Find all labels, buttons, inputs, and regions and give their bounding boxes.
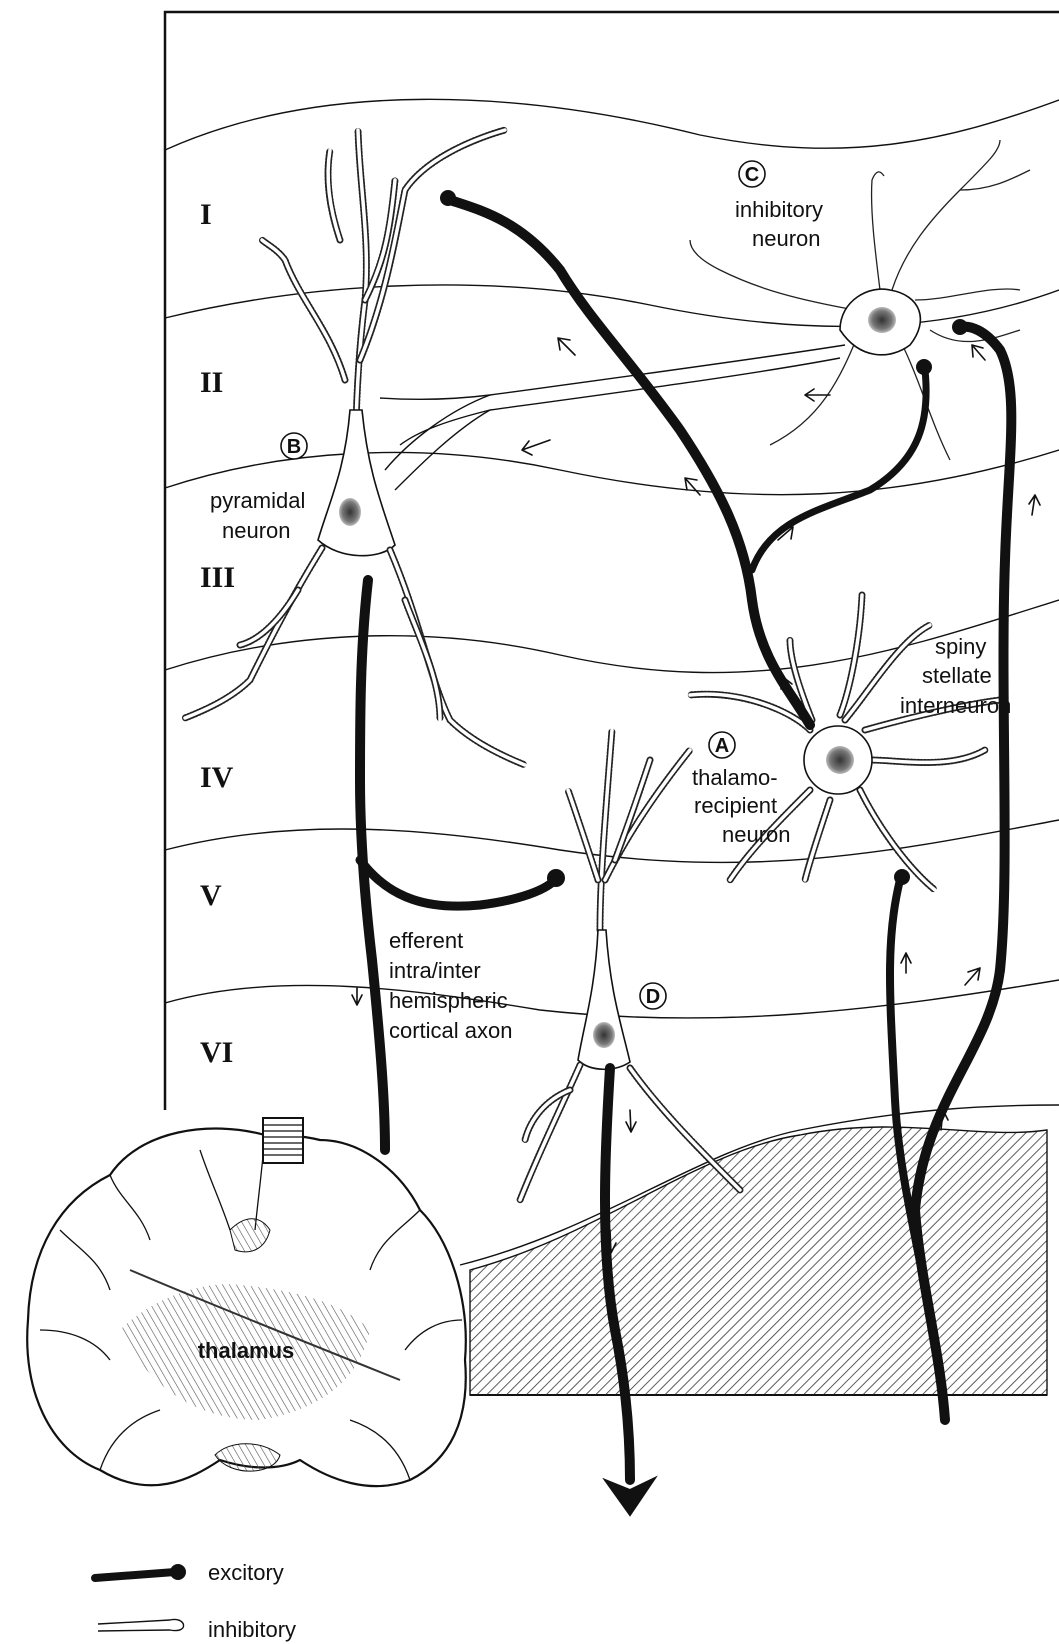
white-matter bbox=[470, 1127, 1047, 1395]
svg-text:neuron: neuron bbox=[222, 518, 291, 543]
svg-text:thalamo-: thalamo- bbox=[692, 765, 778, 790]
neuron-b-label-line2: neuron bbox=[222, 518, 291, 543]
svg-text:intra/inter: intra/inter bbox=[389, 958, 481, 983]
svg-text:spiny: spiny bbox=[935, 634, 986, 659]
neuron-a-label-line3: neuron bbox=[722, 822, 791, 847]
legend-excitory-symbol bbox=[95, 1572, 175, 1578]
svg-text:interneuron: interneuron bbox=[900, 693, 1011, 718]
legend: excitory inhibitory bbox=[95, 1560, 296, 1642]
legend-inhibitory-label: inhibitory bbox=[208, 1617, 296, 1642]
svg-text:cortical axon: cortical axon bbox=[389, 1018, 513, 1043]
neuron-a-type-line1: spiny bbox=[935, 634, 986, 659]
layer-labels: I II III IV V VI bbox=[200, 198, 235, 1069]
svg-text:pyramidal: pyramidal bbox=[210, 488, 305, 513]
layer-label-5: V bbox=[200, 879, 222, 912]
layer-label-2: II bbox=[200, 366, 223, 399]
neuron-a-label-line2: recipient bbox=[694, 793, 777, 818]
neuron-b-label-line1: pyramidal bbox=[210, 488, 305, 513]
legend-excitory-label: excitory bbox=[208, 1560, 284, 1585]
neuron-a-type-line2: stellate bbox=[922, 663, 992, 688]
neuron-c-label-line2: neuron bbox=[752, 226, 821, 251]
neuron-c-letter: C bbox=[745, 164, 759, 186]
legend-inhibitory-symbol bbox=[98, 1619, 184, 1631]
neuron-a-label-line1: thalamo- bbox=[692, 765, 778, 790]
boundary-3-4 bbox=[165, 600, 1059, 673]
thalamus-label: thalamus bbox=[198, 1338, 295, 1363]
svg-text:inhibitory: inhibitory bbox=[735, 197, 823, 222]
svg-text:recipient: recipient bbox=[694, 793, 777, 818]
layer-label-3: III bbox=[200, 561, 235, 594]
layer-label-6: VI bbox=[200, 1036, 233, 1069]
efferent-line3: hemispheric bbox=[389, 988, 508, 1013]
svg-text:stellate: stellate bbox=[922, 663, 992, 688]
brain-section: thalamus bbox=[27, 1118, 466, 1486]
pyramidal-neuron-b: B pyramidal neuron bbox=[185, 130, 525, 765]
pial-surface bbox=[165, 99, 1059, 150]
neuron-d-letter: D bbox=[646, 986, 660, 1008]
boundary-4-5 bbox=[165, 820, 1059, 862]
neuron-b-letter: B bbox=[287, 436, 301, 458]
efferent-line2: intra/inter bbox=[389, 958, 481, 983]
efferent-line1: efferent bbox=[389, 928, 463, 953]
svg-text:neuron: neuron bbox=[752, 226, 821, 251]
efferent-line4: cortical axon bbox=[389, 1018, 513, 1043]
stellate-neuron-a: A thalamo- recipient neuron spiny stella… bbox=[690, 595, 1011, 890]
svg-text:efferent: efferent bbox=[389, 928, 463, 953]
layer-label-4: IV bbox=[200, 761, 234, 794]
svg-text:neuron: neuron bbox=[722, 822, 791, 847]
neuron-c-label-line1: inhibitory bbox=[735, 197, 823, 222]
neuron-a-type-line3: interneuron bbox=[900, 693, 1011, 718]
svg-text:hemispheric: hemispheric bbox=[389, 988, 508, 1013]
neuron-a-letter: A bbox=[715, 735, 729, 757]
layer-label-1: I bbox=[200, 198, 212, 231]
efferent-label: efferent intra/inter hemispheric cortica… bbox=[389, 928, 513, 1043]
